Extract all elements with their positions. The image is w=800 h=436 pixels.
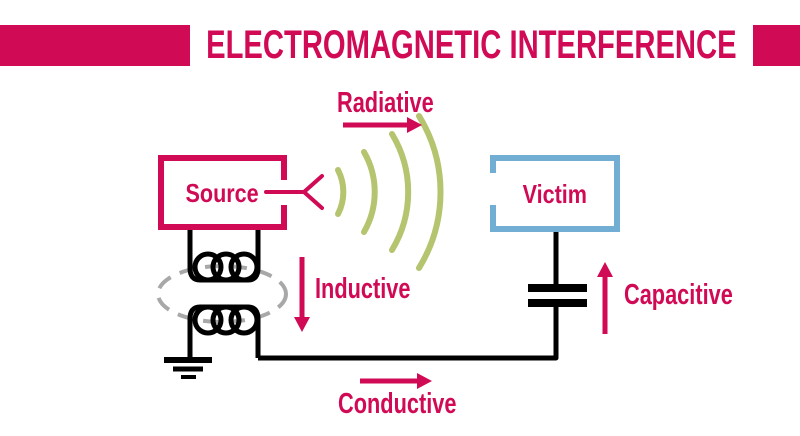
capacitive-label: Capacitive bbox=[624, 279, 733, 311]
capacitor-icon bbox=[528, 232, 587, 307]
page-title-text: ELECTROMAGNETIC INTERFERENCE bbox=[206, 23, 737, 67]
ground-icon bbox=[164, 357, 212, 379]
conductive-arrow-icon bbox=[360, 373, 432, 389]
radiation-waves-icon bbox=[335, 113, 444, 271]
page-title: ELECTROMAGNETIC INTERFERENCE bbox=[190, 25, 753, 66]
source-label: Source bbox=[158, 155, 287, 230]
radiative-label: Radiative bbox=[337, 87, 434, 119]
secondary-coil-icon bbox=[187, 304, 261, 360]
title-accent-bar-left bbox=[0, 25, 190, 66]
radiative-arrow-icon bbox=[343, 117, 422, 133]
inductive-arrow-icon bbox=[294, 257, 310, 332]
conductive-path-wire bbox=[258, 306, 559, 361]
source-label-text: Source bbox=[185, 177, 260, 208]
source-box bbox=[158, 155, 287, 230]
magnetic-coupling-ellipse-icon bbox=[156, 264, 288, 324]
antenna-icon bbox=[264, 174, 324, 210]
inductive-label: Inductive bbox=[315, 273, 411, 305]
primary-coil-icon bbox=[187, 230, 261, 283]
title-accent-bar-right bbox=[753, 25, 800, 66]
victim-label: Victim bbox=[490, 155, 620, 232]
victim-label-text: Victim bbox=[522, 178, 588, 209]
conductive-label: Conductive bbox=[338, 388, 457, 420]
victim-box bbox=[490, 155, 620, 232]
capacitive-arrow-icon bbox=[597, 262, 613, 334]
